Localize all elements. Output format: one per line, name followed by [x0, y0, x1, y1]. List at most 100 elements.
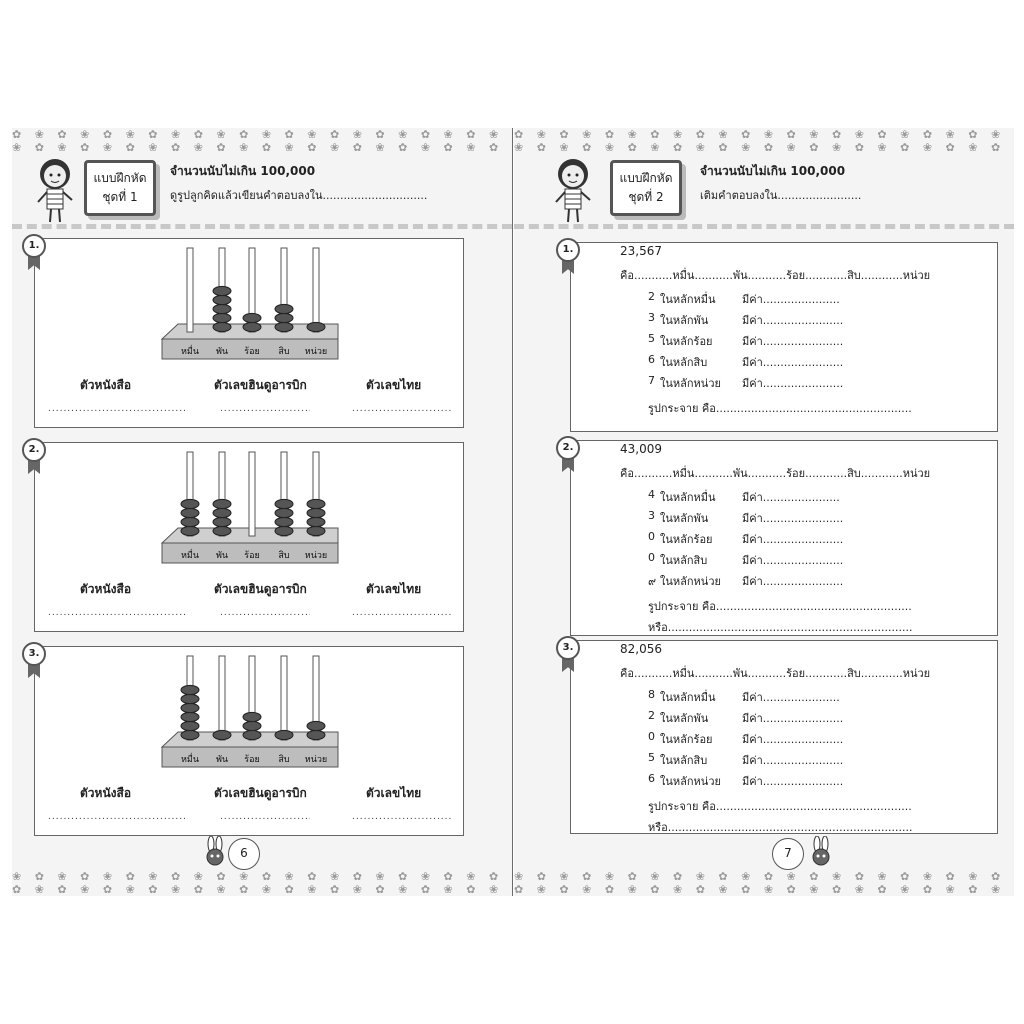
abacus-bead: [180, 684, 200, 696]
value-blank[interactable]: มีค่า.......................: [742, 754, 844, 767]
value-blank[interactable]: มีค่า......................: [742, 491, 840, 504]
abacus-bead: [212, 729, 232, 741]
abacus-bead: [180, 720, 200, 732]
answer-blank-text[interactable]: ........................................…: [48, 404, 188, 414]
value-blank[interactable]: มีค่า.......................: [742, 712, 844, 725]
value-blank[interactable]: มีค่า.......................: [742, 533, 844, 546]
abacus-base-front: [161, 746, 339, 768]
expanded-form-blank[interactable]: รูปกระจาย คือ...........................…: [648, 402, 912, 415]
alternative-form-blank[interactable]: หรือ....................................…: [648, 621, 913, 634]
number-value: 82,056: [620, 642, 662, 656]
place-name: ในหลักหน่วย: [660, 575, 721, 588]
dashed-divider: [12, 224, 512, 229]
abacus-bead: [274, 729, 294, 741]
abacus-rod: [218, 655, 226, 741]
abacus-bead: [180, 729, 200, 741]
page-number: 6: [228, 838, 260, 870]
exercise-number-badge: 3.: [22, 642, 48, 680]
label-text-answer: ตัวหนังสือ: [80, 582, 132, 596]
ribbon-icon: [28, 662, 40, 678]
place-name: ในหลักหมื่น: [660, 491, 716, 504]
ribbon-icon: [562, 656, 574, 672]
abacus-bead: [180, 516, 200, 528]
place-name: ในหลักหมื่น: [660, 691, 716, 704]
badge-line2: ชุดที่ 1: [102, 190, 138, 204]
abacus: หมื่นพันร้อยสิบหน่วย: [160, 451, 339, 564]
value-blank[interactable]: มีค่า.......................: [742, 554, 844, 567]
value-blank[interactable]: มีค่า.......................: [742, 575, 844, 588]
value-blank[interactable]: มีค่า.......................: [742, 733, 844, 746]
answer-blank-text[interactable]: ........................................…: [48, 608, 188, 618]
abacus-bead: [180, 525, 200, 537]
value-blank[interactable]: มีค่า.......................: [742, 335, 844, 348]
abacus-bead: [274, 516, 294, 528]
place-expansion-blank[interactable]: คือ...........หมื่น...........พัน.......…: [620, 467, 931, 480]
dashed-divider: [514, 224, 1014, 229]
digit: 3: [648, 311, 655, 324]
exercise-number: 2.: [556, 436, 580, 460]
answer-blank-hindu[interactable]: ........................................…: [220, 608, 310, 618]
label-hindu-arabic-answer: ตัวเลขฮินดูอารบิก: [214, 786, 307, 800]
abacus-rod: [312, 247, 320, 333]
bunny-icon: [206, 836, 224, 866]
abacus-bead: [212, 507, 232, 519]
value-blank[interactable]: มีค่า......................: [742, 691, 840, 704]
abacus-bead: [180, 693, 200, 705]
exercise-number-badge: 1.: [22, 234, 48, 272]
answer-blank-thai[interactable]: ........................................…: [352, 812, 452, 822]
value-blank[interactable]: มีค่า......................: [742, 293, 840, 306]
girl-mascot-icon: [555, 159, 591, 223]
exercise-number: 2.: [22, 438, 46, 462]
page-subtitle: ดูรูปลูกคิดแล้วเขียนคำตอบลงใน...........…: [170, 189, 428, 202]
page-number: 7: [772, 838, 804, 870]
abacus-bead: [274, 525, 294, 537]
digit: 0: [648, 730, 655, 743]
value-blank[interactable]: มีค่า.......................: [742, 356, 844, 369]
label-hindu-arabic-answer: ตัวเลขฮินดูอารบิก: [214, 378, 307, 392]
ribbon-icon: [562, 258, 574, 274]
abacus-bead: [242, 729, 262, 741]
digit: ๙: [648, 575, 657, 588]
flower-border-bottom: ❀ ✿ ❀ ✿ ❀ ✿ ❀ ✿ ❀ ✿ ❀ ✿ ❀ ✿ ❀ ✿ ❀ ✿ ❀ ✿ …: [514, 870, 1014, 896]
page-subtitle: เติมคำตอบลงใน........................: [700, 189, 862, 202]
exercise-number-badge: 3.: [556, 636, 582, 674]
expanded-form-blank[interactable]: รูปกระจาย คือ...........................…: [648, 600, 912, 613]
exercise-badge: แบบฝึกหัด ชุดที่ 1: [84, 160, 156, 216]
value-blank[interactable]: มีค่า.......................: [742, 775, 844, 788]
expanded-form-blank[interactable]: รูปกระจาย คือ...........................…: [648, 800, 912, 813]
digit: 2: [648, 709, 655, 722]
exercise-box: [570, 242, 998, 432]
answer-blank-text[interactable]: ........................................…: [48, 812, 188, 822]
value-blank[interactable]: มีค่า.......................: [742, 314, 844, 327]
exercise-number: 3.: [556, 636, 580, 660]
place-name: ในหลักร้อย: [660, 335, 713, 348]
answer-blank-hindu[interactable]: ........................................…: [220, 404, 310, 414]
abacus-bead: [242, 321, 262, 333]
label-text-answer: ตัวหนังสือ: [80, 378, 132, 392]
page-title: จำนวนนับไม่เกิน 100,000: [170, 164, 316, 178]
digit: 6: [648, 353, 655, 366]
ribbon-icon: [28, 458, 40, 474]
place-expansion-blank[interactable]: คือ...........หมื่น...........พัน.......…: [620, 667, 931, 680]
exercise-badge: แบบฝึกหัด ชุดที่ 2: [610, 160, 682, 216]
exercise-box: [570, 440, 998, 636]
exercise-box: [570, 640, 998, 834]
value-blank[interactable]: มีค่า.......................: [742, 512, 844, 525]
abacus-bead: [242, 720, 262, 732]
place-label: หมื่น: [181, 344, 199, 357]
exercise-number-badge: 2.: [556, 436, 582, 474]
value-blank[interactable]: มีค่า.......................: [742, 377, 844, 390]
place-name: ในหลักสิบ: [660, 554, 708, 567]
answer-blank-thai[interactable]: ........................................…: [352, 404, 452, 414]
alternative-form-blank[interactable]: หรือ....................................…: [648, 821, 913, 834]
label-hindu-arabic-answer: ตัวเลขฮินดูอารบิก: [214, 582, 307, 596]
abacus-bead: [212, 312, 232, 324]
abacus-bead: [212, 525, 232, 537]
label-thai-answer: ตัวเลขไทย: [366, 582, 422, 596]
answer-blank-hindu[interactable]: ........................................…: [220, 812, 310, 822]
number-value: 23,567: [620, 244, 662, 258]
place-expansion-blank[interactable]: คือ...........หมื่น...........พัน.......…: [620, 269, 931, 282]
flower-border-bottom: ❀ ✿ ❀ ✿ ❀ ✿ ❀ ✿ ❀ ✿ ❀ ✿ ❀ ✿ ❀ ✿ ❀ ✿ ❀ ✿ …: [12, 870, 512, 896]
place-name: ในหลักพัน: [660, 512, 709, 525]
answer-blank-thai[interactable]: ........................................…: [352, 608, 452, 618]
